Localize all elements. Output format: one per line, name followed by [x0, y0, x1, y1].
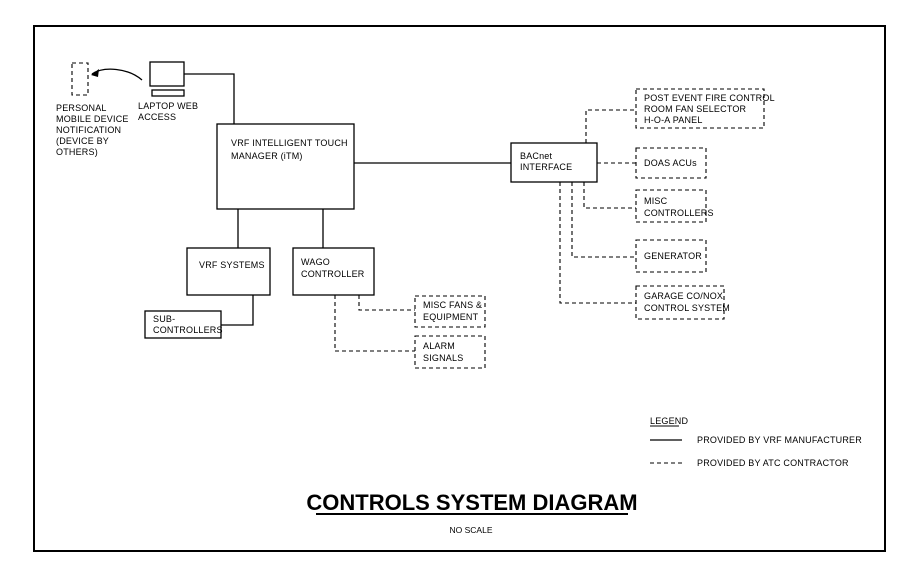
- bacnet-generator-line: [571, 182, 636, 258]
- bacnet-garage-line: [559, 182, 636, 304]
- bacnet-label: BACnet INTERFACE: [520, 151, 572, 172]
- misc-controllers-label: MISC CONTROLLERS: [644, 196, 714, 218]
- legend-dashed-label: PROVIDED BY ATC CONTRACTOR: [697, 458, 849, 468]
- diagram-title: CONTROLS SYSTEM DIAGRAM: [306, 490, 637, 515]
- alarm-signals-label: ALARM SIGNALS: [423, 341, 463, 363]
- vrf-systems-label: VRF SYSTEMS: [199, 260, 265, 270]
- generator-label: GENERATOR: [644, 251, 702, 261]
- wago-misc-fans-line: [358, 295, 415, 311]
- sub-controllers-box: [144, 310, 222, 339]
- itm-box: [216, 123, 355, 210]
- doas-label: DOAS ACUs: [644, 158, 697, 168]
- garage-label: GARAGE CO/NOX CONTROL SYSTEM: [644, 291, 730, 313]
- misc-fans-label: MISC FANS & EQUIPMENT: [423, 300, 485, 322]
- no-scale-note: NO SCALE: [450, 525, 493, 535]
- bacnet-post-event-line: [585, 109, 636, 143]
- sub-controllers-label: SUB- CONTROLLERS: [153, 314, 223, 335]
- laptop-label: LAPTOP WEB ACCESS: [138, 101, 201, 122]
- wago-alarm-line: [334, 295, 415, 352]
- legend-solid-label: PROVIDED BY VRF MANUFACTURER: [697, 435, 862, 445]
- arrow-head-icon: [91, 69, 99, 77]
- misc-controllers-box: [635, 189, 707, 223]
- post-event-box: [635, 88, 765, 129]
- vrf-systems-box: [186, 247, 271, 296]
- itm-label: VRF INTELLIGENT TOUCH MANAGER (iTM): [231, 138, 350, 161]
- wago-controller-box: [292, 247, 375, 296]
- wago-label: WAGO CONTROLLER: [301, 257, 365, 279]
- laptop-itm-line: [184, 73, 235, 124]
- mobile-device-label: PERSONAL MOBILE DEVICE NOTIFICATION (DEV…: [56, 103, 131, 157]
- misc-fans-box: [414, 295, 486, 328]
- generator-box: [635, 239, 707, 273]
- mobile-device-icon: [71, 62, 89, 96]
- notification-curve-arrow: [91, 68, 143, 81]
- drawing-frame: [33, 25, 886, 552]
- garage-box: [635, 285, 725, 320]
- legend-heading: LEGEND: [650, 416, 689, 426]
- vrf-sub-line: [221, 295, 254, 326]
- alarm-signals-box: [414, 335, 486, 369]
- bacnet-misc-controllers-line: [583, 182, 636, 209]
- laptop-icon: [149, 61, 185, 97]
- post-event-label: POST EVENT FIRE CONTROL ROOM FAN SELECTO…: [644, 93, 777, 125]
- doas-acus-box: [635, 147, 707, 179]
